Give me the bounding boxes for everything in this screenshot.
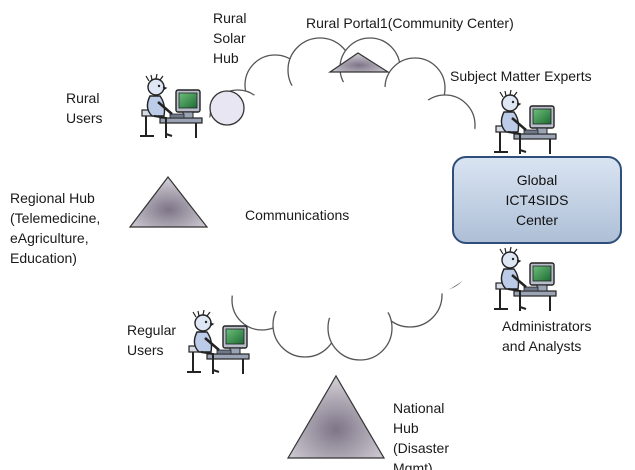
national-hub-label: National Hub (Disaster Mgmt) [393, 400, 450, 470]
regional-hub-label: Regional Hub (Telemedicine, eAgriculture… [10, 190, 101, 266]
communications-label: Communications [245, 207, 350, 223]
regional-hub-triangle-icon [128, 176, 209, 228]
administrators-label: Administrators and Analysts [502, 318, 592, 354]
national-hub-triangle-icon [286, 374, 386, 459]
subject-matter-experts-label: Subject Matter Experts [450, 68, 592, 84]
rural-solar-hub-icon [209, 90, 245, 126]
regular-users-label: Regular Users [127, 322, 177, 358]
rural-portal-label: Rural Portal1(Community Center) [306, 15, 514, 31]
rural-users-computer-icon [138, 74, 204, 140]
rural-solar-hub-label: Rural Solar Hub [213, 10, 247, 66]
administrators-computer-icon [492, 247, 558, 313]
global-center-box: Global ICT4SIDS Center [452, 156, 622, 244]
rural-portal-triangle-icon [328, 52, 391, 73]
experts-computer-icon [492, 90, 558, 156]
rural-users-label: Rural Users [66, 90, 103, 126]
